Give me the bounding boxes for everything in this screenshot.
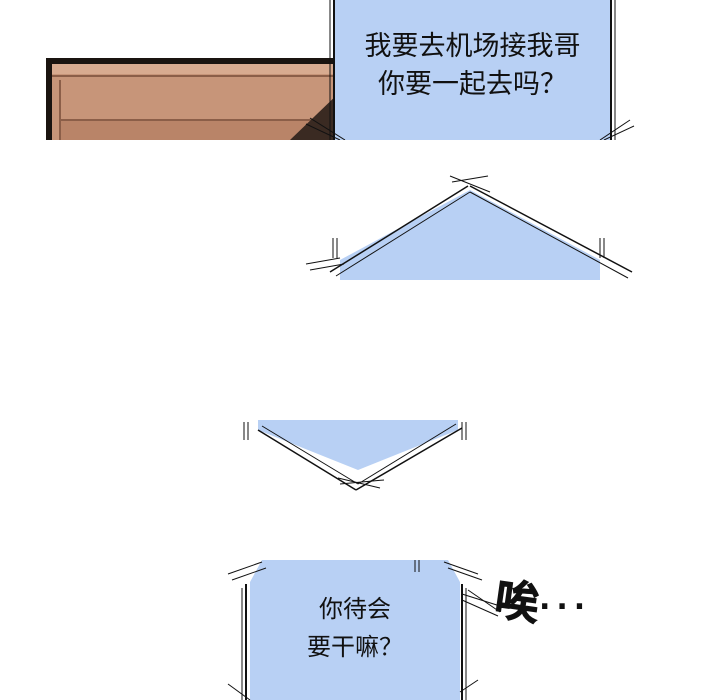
panel-1-art (46, 0, 635, 140)
comic-panel-2 (0, 140, 720, 280)
comic-panel-3 (0, 420, 720, 560)
bubble-bottom-line-2: 要干嘛？ (307, 633, 403, 661)
panel-2-art (305, 175, 633, 280)
bubble-top-line-1: 我要去机场接我哥 (364, 31, 581, 62)
sound-effect-dots: ... (539, 582, 592, 617)
sound-effect-char: 唉 (491, 574, 543, 632)
speech-bubble-point-up (305, 175, 633, 280)
comic-panel-4: 你待会 要干嘛？ 唉... (0, 560, 720, 700)
panel-3-art (243, 420, 467, 491)
bubble-bottom-line-1: 你待会 (319, 595, 391, 623)
speech-bubble-bottom (227, 560, 501, 700)
sound-effect-sigh: 唉... (491, 570, 645, 632)
speech-bubble-top (305, 0, 635, 140)
panel-4-art (227, 560, 501, 700)
speech-bubble-bottom-text: 你待会 要干嘛？ (250, 590, 460, 666)
speech-bubble-point-down (243, 420, 467, 491)
wooden-cabinet (46, 58, 346, 140)
comic-panel-1: 我要去机场接我哥 你要一起去吗？ (0, 0, 720, 140)
speech-bubble-top-text: 我要去机场接我哥 你要一起去吗？ (335, 28, 610, 104)
bubble-top-line-2: 你要一起去吗？ (378, 69, 567, 100)
